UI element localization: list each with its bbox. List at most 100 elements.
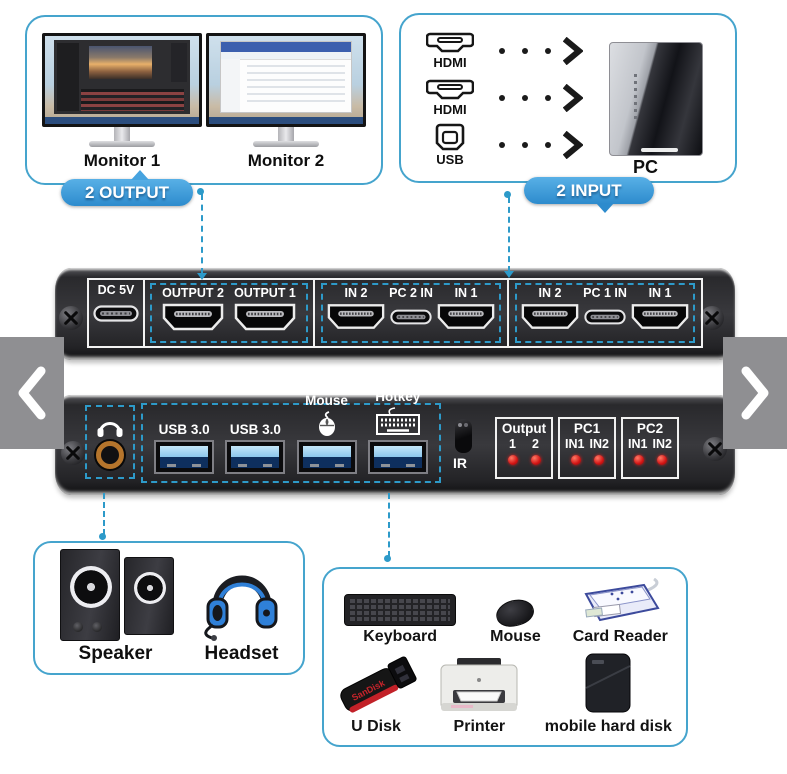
led-indicator [633, 455, 644, 465]
connector-line-input [508, 197, 510, 272]
arrow-right-icon [563, 83, 583, 112]
peripherals-section-box: Keyboard Mouse Card [322, 567, 688, 747]
u-disk-image: SanDisk [340, 656, 417, 713]
usb-a-port [225, 440, 286, 474]
usb-a-port [367, 440, 428, 474]
monitors-group: Monitor 1 Monitor 2 [27, 17, 381, 171]
mouse-port-group: Mouse [296, 393, 357, 474]
usb-a-port [296, 440, 357, 474]
carousel-next-button[interactable] [723, 337, 787, 449]
mobile-hard-disk-item: mobile hard disk [539, 652, 678, 736]
connector-arrow-down [504, 271, 514, 278]
dotted-connection [499, 141, 551, 148]
monitor-1-screen [42, 33, 202, 127]
usb-c-port [584, 309, 626, 325]
kvm-front-panel: USB 3.0 USB 3.0 Mouse Hotkey [55, 389, 735, 495]
input-connector-rows: HDMI HDMI [417, 27, 583, 168]
dotted-connection [499, 94, 551, 101]
input-badge: 2 INPUT [524, 177, 654, 213]
output-indicator-box: Output 1 2 [495, 417, 553, 479]
headphone-icon [97, 421, 123, 437]
mouse-image [493, 596, 538, 631]
speakers-image [58, 547, 174, 643]
dc-5v-label: DC 5V [97, 283, 135, 297]
output-1-port-group: OUTPUT 1 [234, 286, 296, 331]
pc1-in2-port-group: IN 2 [521, 286, 579, 330]
usb-label: USB [436, 151, 464, 167]
connector-line-peripherals [388, 493, 390, 557]
badge-pointer-down [596, 203, 614, 213]
pc2-in2-port-group: IN 2 [327, 286, 385, 330]
pc2-ports-dashed-box: IN 2 PC 2 IN [320, 283, 502, 343]
connector-dot [99, 533, 106, 540]
output-2-port-group: OUTPUT 2 [162, 286, 224, 331]
hdmi-label: HDMI [433, 54, 467, 70]
keyboard-image [344, 594, 457, 627]
connector-arrow-down [197, 273, 207, 280]
mouse-icon [318, 411, 335, 436]
led-indicator [656, 455, 667, 465]
usb3-port-group-2: USB 3.0 [225, 422, 286, 474]
pc1-indicator-box: PC1 IN1 IN2 [558, 417, 616, 479]
ir-receiver [455, 419, 472, 453]
hdmi-port [327, 304, 385, 329]
audio-jack-port [96, 440, 124, 469]
output-badge: 2 OUTPUT [61, 170, 193, 206]
headset-item: Headset [203, 555, 281, 673]
pc2-indicator-box: PC2 IN1 IN2 [621, 417, 679, 479]
led-indicator [593, 455, 604, 465]
connector-line-audio [103, 493, 105, 535]
input-row-hdmi-2: HDMI [417, 74, 583, 121]
chevron-right-icon [741, 366, 769, 420]
output-ports-dashed-box: OUTPUT 2 OUTPUT 1 [150, 283, 308, 343]
headset-image [203, 575, 277, 641]
pc2-input-section: IN 2 PC 2 IN [315, 280, 507, 346]
usb-ports-dashed-box: USB 3.0 USB 3.0 Mouse Hotkey [141, 389, 441, 483]
usb3-port-group-1: USB 3.0 [154, 422, 215, 474]
led-indicator [530, 455, 541, 465]
connector-dot [504, 191, 511, 198]
hdmi-port [162, 303, 224, 331]
monitor-1-label: Monitor 1 [83, 151, 161, 170]
pc1-input-section: IN 2 PC 1 IN [509, 280, 701, 346]
pc1-in1-port-group: IN 1 [631, 286, 689, 330]
keyboard-item: Keyboard [332, 594, 468, 646]
carousel-prev-button[interactable] [0, 337, 64, 449]
screw-icon [700, 306, 724, 330]
hdmi-port [631, 304, 689, 329]
pc1-usb-port-group: PC 1 IN [583, 286, 627, 325]
dotted-connection [499, 47, 551, 54]
mobile-hard-disk-image [585, 653, 631, 713]
pc2-usb-port-group: PC 2 IN [389, 286, 433, 325]
connector-dot [197, 188, 204, 195]
audio-section-box: Speaker Headset [33, 541, 305, 675]
usb-c-port [390, 309, 432, 325]
usb-b-connector-icon [435, 123, 465, 150]
pc-tower-image [609, 42, 703, 156]
hotkey-port-group: Hotkey [367, 389, 428, 474]
hdmi-label: HDMI [433, 101, 467, 117]
back-panel-port-area: DC 5V OUTPUT 2 [87, 278, 703, 348]
monitor-stand [114, 127, 130, 141]
dc-power-section: DC 5V [89, 280, 143, 346]
usb-a-port [154, 440, 215, 474]
monitor-2: Monitor 2 [206, 33, 366, 171]
hdmi-connector-icon [426, 79, 474, 99]
printer-image [440, 657, 518, 711]
screw-icon [59, 306, 83, 330]
connector-line-output [201, 194, 203, 274]
pc2-in1-port-group: IN 1 [437, 286, 495, 330]
input-section-box: HDMI HDMI [399, 13, 737, 183]
hdmi-port [234, 303, 296, 331]
hdmi-connector-icon [426, 32, 474, 52]
input-row-usb: USB [417, 121, 583, 168]
monitor-2-label: Monitor 2 [247, 151, 325, 170]
hdmi-port [521, 304, 579, 329]
chevron-left-icon [18, 366, 46, 420]
monitor-1: Monitor 1 [42, 33, 202, 171]
input-row-hdmi-1: HDMI [417, 27, 583, 74]
audio-jack-dashed-box [85, 405, 135, 479]
hdmi-output-section: OUTPUT 2 OUTPUT 1 [145, 280, 313, 346]
monitor-2-screen [206, 33, 366, 127]
